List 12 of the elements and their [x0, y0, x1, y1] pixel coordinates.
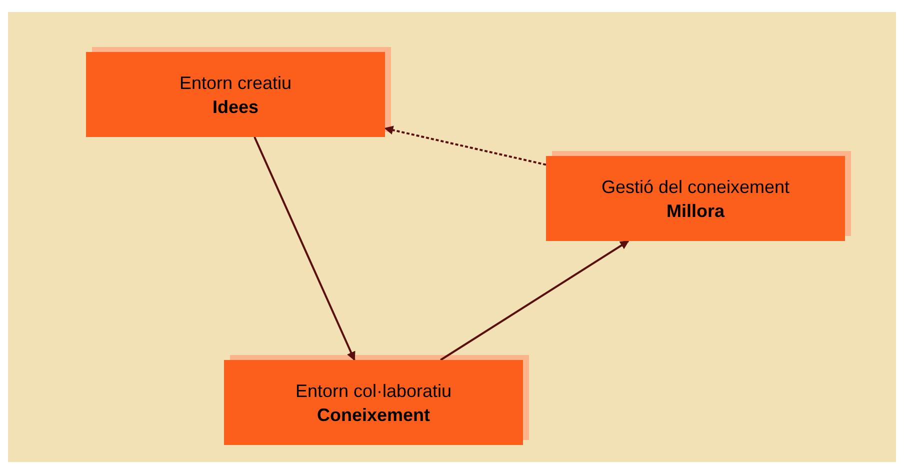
- box-title: Gestió del coneixement: [601, 176, 790, 198]
- box-keyword: Idees: [212, 96, 259, 118]
- box-title: Entorn col·laboratiu: [295, 380, 452, 402]
- box-title: Entorn creatiu: [179, 72, 292, 94]
- process-box: [86, 52, 385, 137]
- box-keyword: Millora: [666, 200, 724, 222]
- arrow: [384, 126, 546, 166]
- process-box: [546, 156, 845, 241]
- process-box: [224, 360, 523, 445]
- arrow: [254, 136, 356, 361]
- arrow: [440, 240, 630, 361]
- box-keyword: Coneixement: [316, 404, 430, 426]
